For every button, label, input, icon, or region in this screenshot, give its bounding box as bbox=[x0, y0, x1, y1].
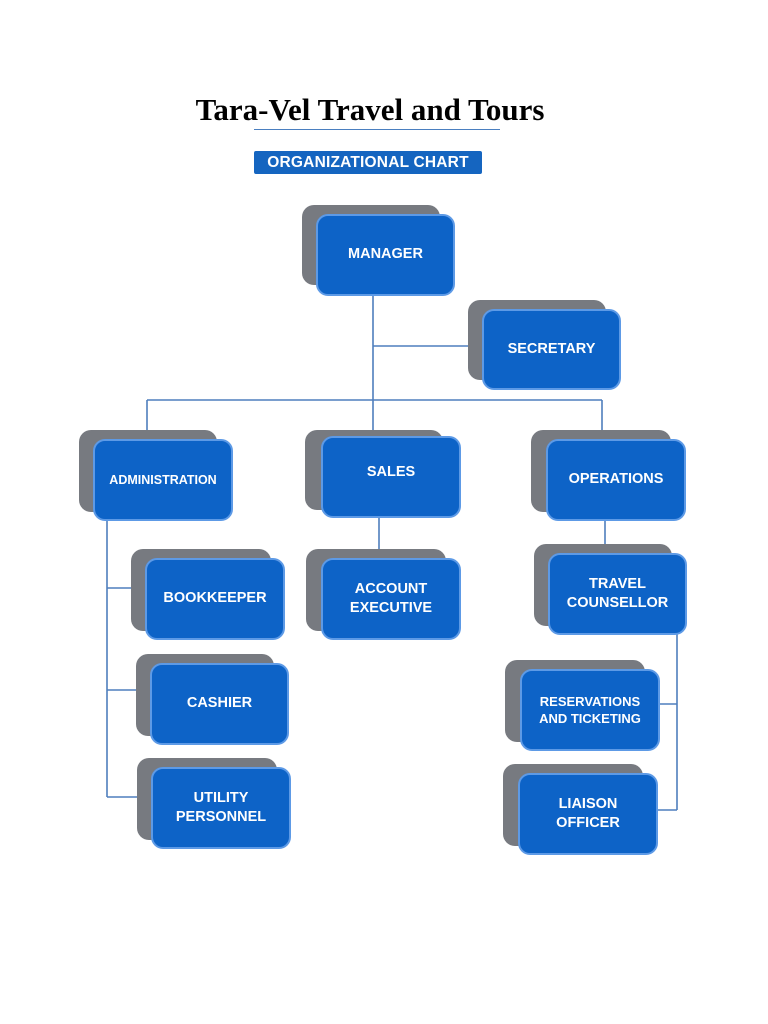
node-liaison-officer: LIAISON OFFICER bbox=[503, 764, 658, 855]
utility-personnel-label: UTILITY PERSONNEL bbox=[175, 789, 267, 825]
manager-label: MANAGER bbox=[348, 246, 423, 263]
travel-counsellor-label: TRAVEL COUNSELLOR bbox=[566, 575, 669, 611]
bookkeeper-box: BOOKKEEPER bbox=[145, 558, 285, 640]
reservations-ticketing-box: RESERVATIONS AND TICKETING bbox=[520, 669, 660, 751]
liaison-officer-label: LIAISON OFFICER bbox=[556, 795, 620, 831]
liaison-officer-box: LIAISON OFFICER bbox=[518, 773, 658, 855]
cashier-label: CASHIER bbox=[186, 695, 253, 712]
reservations-ticketing-label: RESERVATIONS AND TICKETING bbox=[539, 693, 641, 726]
node-travel-counsellor: TRAVEL COUNSELLOR bbox=[534, 544, 687, 635]
node-utility-personnel: UTILITY PERSONNEL bbox=[137, 758, 291, 849]
node-bookkeeper: BOOKKEEPER bbox=[131, 549, 285, 640]
operations-label: OPERATIONS bbox=[568, 471, 664, 488]
secretary-label: SECRETARY bbox=[507, 340, 596, 357]
node-operations: OPERATIONS bbox=[531, 430, 686, 521]
node-administration: ADMINISTRATION bbox=[79, 430, 233, 521]
node-sales: SALES bbox=[305, 430, 461, 518]
node-secretary: SECRETARY bbox=[468, 300, 621, 390]
travel-counsellor-box: TRAVEL COUNSELLOR bbox=[548, 553, 687, 635]
node-reservations-ticketing: RESERVATIONS AND TICKETING bbox=[505, 660, 660, 751]
manager-box: MANAGER bbox=[316, 214, 455, 296]
utility-personnel-box: UTILITY PERSONNEL bbox=[151, 767, 291, 849]
administration-box: ADMINISTRATION bbox=[93, 439, 233, 521]
operations-box: OPERATIONS bbox=[546, 439, 686, 521]
chart-subtitle: ORGANIZATIONAL CHART bbox=[254, 151, 482, 174]
sales-box: SALES bbox=[321, 436, 461, 518]
chart-title: Tara-Vel Travel and Tours bbox=[195, 92, 545, 127]
bookkeeper-label: BOOKKEEPER bbox=[163, 590, 267, 607]
node-manager: MANAGER bbox=[302, 205, 455, 296]
account-executive-label: ACCOUNT EXECUTIVE bbox=[349, 580, 433, 616]
sales-label: SALES bbox=[366, 464, 416, 481]
account-executive-box: ACCOUNT EXECUTIVE bbox=[321, 558, 461, 640]
secretary-box: SECRETARY bbox=[482, 309, 621, 390]
administration-label: ADMINISTRATION bbox=[109, 472, 217, 487]
title-underline bbox=[254, 129, 500, 130]
cashier-box: CASHIER bbox=[150, 663, 289, 745]
node-cashier: CASHIER bbox=[136, 654, 289, 745]
node-account-executive: ACCOUNT EXECUTIVE bbox=[306, 549, 461, 640]
